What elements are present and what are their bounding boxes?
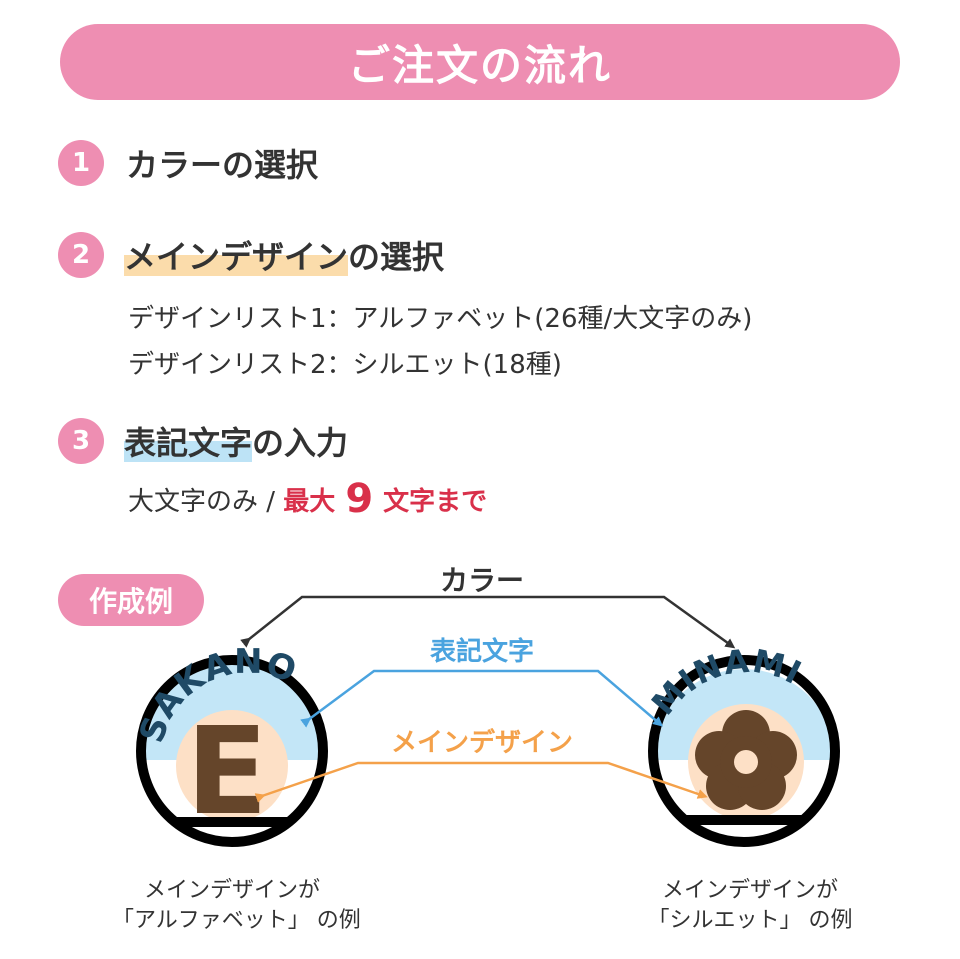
step-3-title-highlight: 表記文字 [124, 424, 253, 462]
caption-right: メインデザインが 「シルエット」 の例 [630, 876, 870, 936]
step-2-title: メインデザインの選択 [124, 232, 444, 278]
step-3-desc-number: 9 [345, 476, 374, 522]
flower-icon [695, 710, 797, 810]
alphabet-example: E SAKANO [132, 642, 328, 847]
step-3-desc: 大文字のみ / 最大 9 文字まで [128, 476, 487, 522]
label-color: カラー [440, 564, 524, 597]
step-1-title: カラーの選択 [126, 146, 319, 184]
step-3-desc-suffix: 文字まで [383, 486, 488, 517]
caption-left-line-2: 「アルファベット」 の例 [112, 908, 361, 933]
left-letter: E [186, 703, 268, 842]
text-arrow [300, 669, 664, 728]
silhouette-example: MINAMI [644, 642, 840, 847]
step-3-desc-max: 最大 [283, 486, 336, 517]
title-banner: ご注文の流れ [60, 24, 900, 100]
color-arrow [240, 595, 736, 649]
step-2-number: 2 [58, 232, 104, 278]
label-design: メインデザイン [391, 727, 573, 758]
page-title: ご注文の流れ [347, 40, 612, 90]
step-1-number: 1 [58, 140, 104, 186]
caption-left: メインデザインが 「アルファベット」 の例 [112, 876, 361, 936]
step-3-title: 表記文字の入力 [124, 418, 348, 464]
step-2-line-1: デザインリスト1：アルファベット(26種/大文字のみ) [128, 304, 753, 334]
step-3-number: 3 [58, 418, 104, 464]
design-arrow [254, 761, 708, 803]
caption-left-line-1: メインデザインが [143, 878, 320, 903]
step-2-title-highlight: メインデザイン [124, 238, 349, 276]
step-3-title-rest: の入力 [252, 424, 349, 462]
caption-right-line-2: 「シルエット」 の例 [647, 908, 853, 933]
label-text: 表記文字 [430, 636, 534, 667]
example-badge: 作成例 [58, 574, 204, 626]
step-3-desc-prefix: 大文字のみ / [128, 486, 284, 517]
step-2-title-rest: の選択 [348, 238, 445, 276]
step-2-line-2: デザインリスト2：シルエット(18種) [128, 350, 562, 380]
caption-right-line-1: メインデザインが [661, 878, 838, 903]
